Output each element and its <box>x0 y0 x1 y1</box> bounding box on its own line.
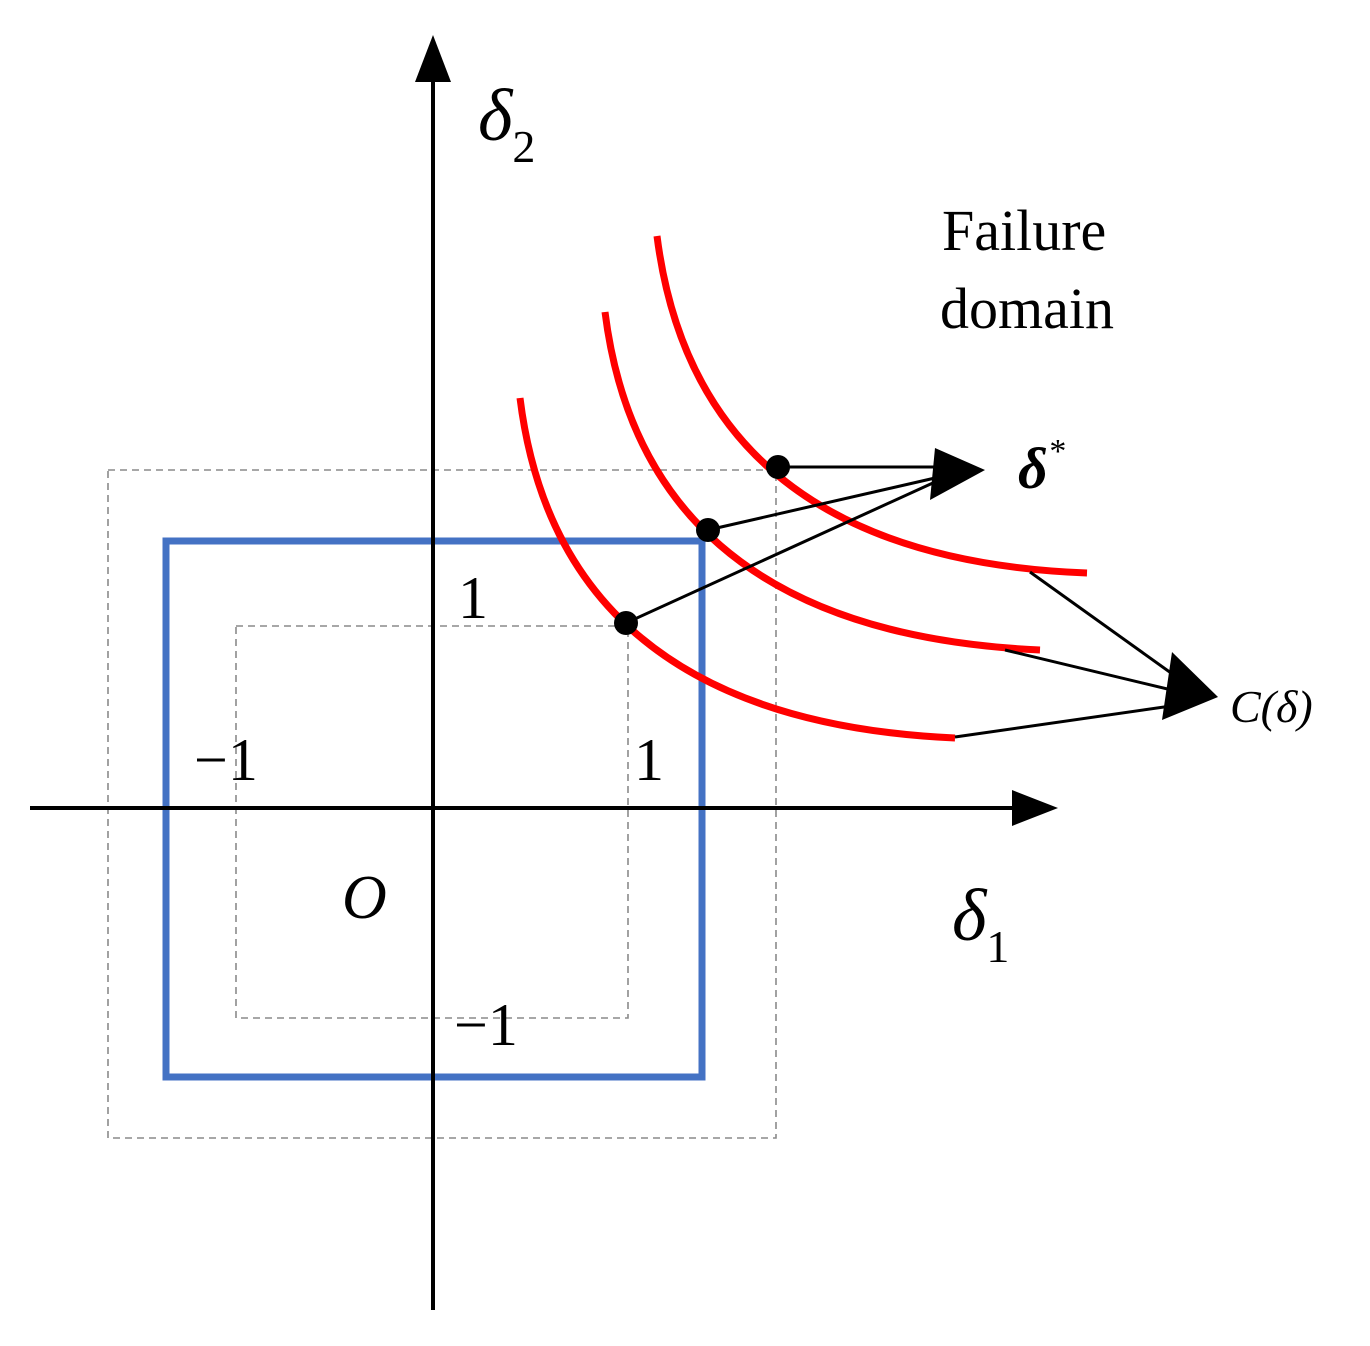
red-curve-outer <box>653 235 1088 577</box>
arrow-to-delta-star-2 <box>707 476 936 532</box>
c-delta-label: C(δ) <box>1230 681 1313 732</box>
point-middle-curve <box>696 518 720 542</box>
y-axis-label-subscript: 2 <box>512 121 535 172</box>
x-axis-label-symbol: δ <box>952 875 988 957</box>
tick-x-negative: −1 <box>194 727 258 793</box>
delta-star-arrowhead <box>930 448 985 500</box>
delta-star-symbol: δ <box>1018 436 1048 501</box>
tick-y-negative: −1 <box>454 992 518 1058</box>
tick-y-positive: 1 <box>458 565 488 631</box>
failure-domain-line2: domain <box>940 276 1114 341</box>
point-outer-curve <box>766 455 790 479</box>
x-axis-arrowhead <box>1012 790 1058 826</box>
x-axis-label: δ1 <box>952 875 1009 972</box>
arrow-to-c-delta-3 <box>954 703 1179 739</box>
outer-dashed-box <box>107 469 777 1139</box>
arrow-to-c-delta-2 <box>1004 648 1181 694</box>
y-axis-label-symbol: δ <box>478 75 514 157</box>
arrow-to-c-delta-1 <box>1029 570 1186 685</box>
tick-x-positive: 1 <box>634 727 664 793</box>
origin-label: O <box>342 864 387 932</box>
y-axis-label: δ2 <box>478 75 535 172</box>
failure-domain-line1: Failure <box>942 198 1106 263</box>
point-inner-curve <box>614 611 638 635</box>
delta-star-label: δ* <box>1018 433 1065 501</box>
red-curve-inner <box>516 397 956 742</box>
delta-star-superscript: * <box>1048 433 1065 470</box>
y-axis-arrowhead <box>415 35 451 82</box>
x-axis-label-subscript: 1 <box>986 921 1009 972</box>
arrow-to-delta-star-3 <box>625 480 936 625</box>
c-delta-arrowhead <box>1162 652 1218 720</box>
red-curve-middle <box>601 311 1041 654</box>
